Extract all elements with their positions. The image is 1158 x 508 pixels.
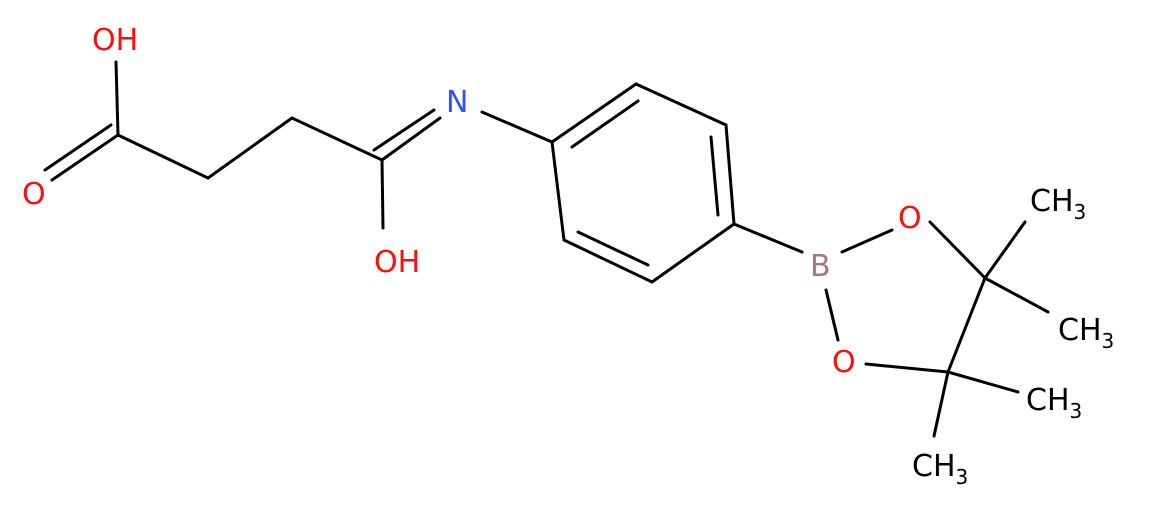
atom-label-imine-n: N [446,85,468,120]
atom-label-methyl-3: CH3 [1026,383,1082,423]
bond-ring-b [732,222,804,254]
bond-c1-o-double-a [50,133,120,182]
bond-c4-n-b [372,108,436,152]
atom-label-acid-o: O [22,177,46,212]
bond-c-c-ring [946,276,987,374]
atom-label-boron: B [810,249,831,284]
atom-label-imidic-oh: OH [374,245,420,280]
atom-label-ring-o-upper: O [898,201,922,236]
bond-c2-c3 [206,116,294,180]
bond-b-o-lower [824,288,840,342]
ring-bond-2 [634,82,728,127]
atom-label-acid-oh: OH [92,23,138,58]
bond-methyl-1 [983,220,1027,280]
ring-bond-3 [724,123,736,226]
bond-methyl-3 [946,370,1020,394]
bond-c4-n-a [380,116,442,162]
bond-n-ring [480,110,554,144]
bond-o-lower-c [864,362,950,374]
bond-b-o-upper [840,228,894,254]
ring-bond-5-inner [576,230,650,267]
ring-bond-1 [550,82,638,144]
bond-methyl-4 [932,370,950,438]
ring-bond-5 [562,238,654,284]
atom-label-methyl-4: CH3 [912,449,968,489]
bond-c3-c4 [290,116,384,162]
atom-label-methyl-2: CH3 [1058,313,1114,353]
atom-label-ring-o-lower: O [832,345,856,380]
bond-o-upper-c [928,220,987,280]
ring-bond-4 [650,222,736,284]
ring-bond-1-inner [570,99,640,149]
bond-c4-oh [380,158,385,230]
ring-bond-3-inner [709,135,720,217]
atom-label-methyl-1: CH3 [1030,184,1086,224]
bond-c1-oh [114,60,120,137]
bond-c1-c2 [116,133,210,180]
ring-bond-6 [550,140,566,242]
bond-c1-o-double-b [43,123,113,172]
bond-methyl-2 [983,276,1050,314]
